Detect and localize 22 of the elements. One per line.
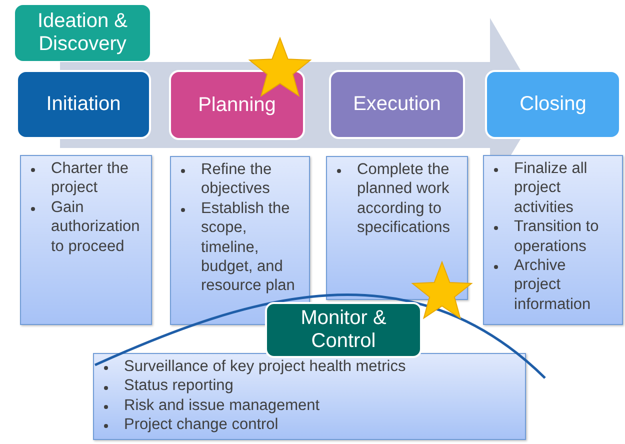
bullet-card: [20, 155, 152, 325]
bullet-item: Refine the objectives: [177, 160, 305, 199]
bullet-card: [326, 156, 468, 300]
bullet-item: Establish the scope, timeline, budget, and resource plan: [177, 198, 305, 296]
bullet-item: Status reporting: [100, 376, 521, 396]
phase-box: Planning: [169, 70, 305, 140]
bullet-item: Surveillance of key project health metrics: [100, 357, 521, 376]
bullet-item: Risk and issue management: [100, 396, 521, 416]
bullet-item: Finalize all project activities: [490, 159, 608, 218]
bullet-item: Gain authorization to proceed: [27, 198, 147, 256]
bullet-card: [93, 353, 526, 440]
bullet-item: Transition to operations: [490, 217, 608, 256]
phase-box: Execution: [329, 70, 465, 139]
bullet-item: Archive project information: [490, 256, 608, 314]
phase-box: Initiation: [16, 70, 151, 139]
bullet-card: [483, 155, 623, 325]
phase-box: Closing: [485, 70, 621, 139]
bullet-item: Complete the planned work according to specifications: [333, 160, 463, 238]
bullet-item: Project change control: [100, 415, 521, 434]
bullet-item: Charter the project: [27, 159, 147, 198]
phase-box: Monitor & Control: [265, 302, 422, 358]
phase-box: Ideation & Discovery: [15, 5, 150, 61]
